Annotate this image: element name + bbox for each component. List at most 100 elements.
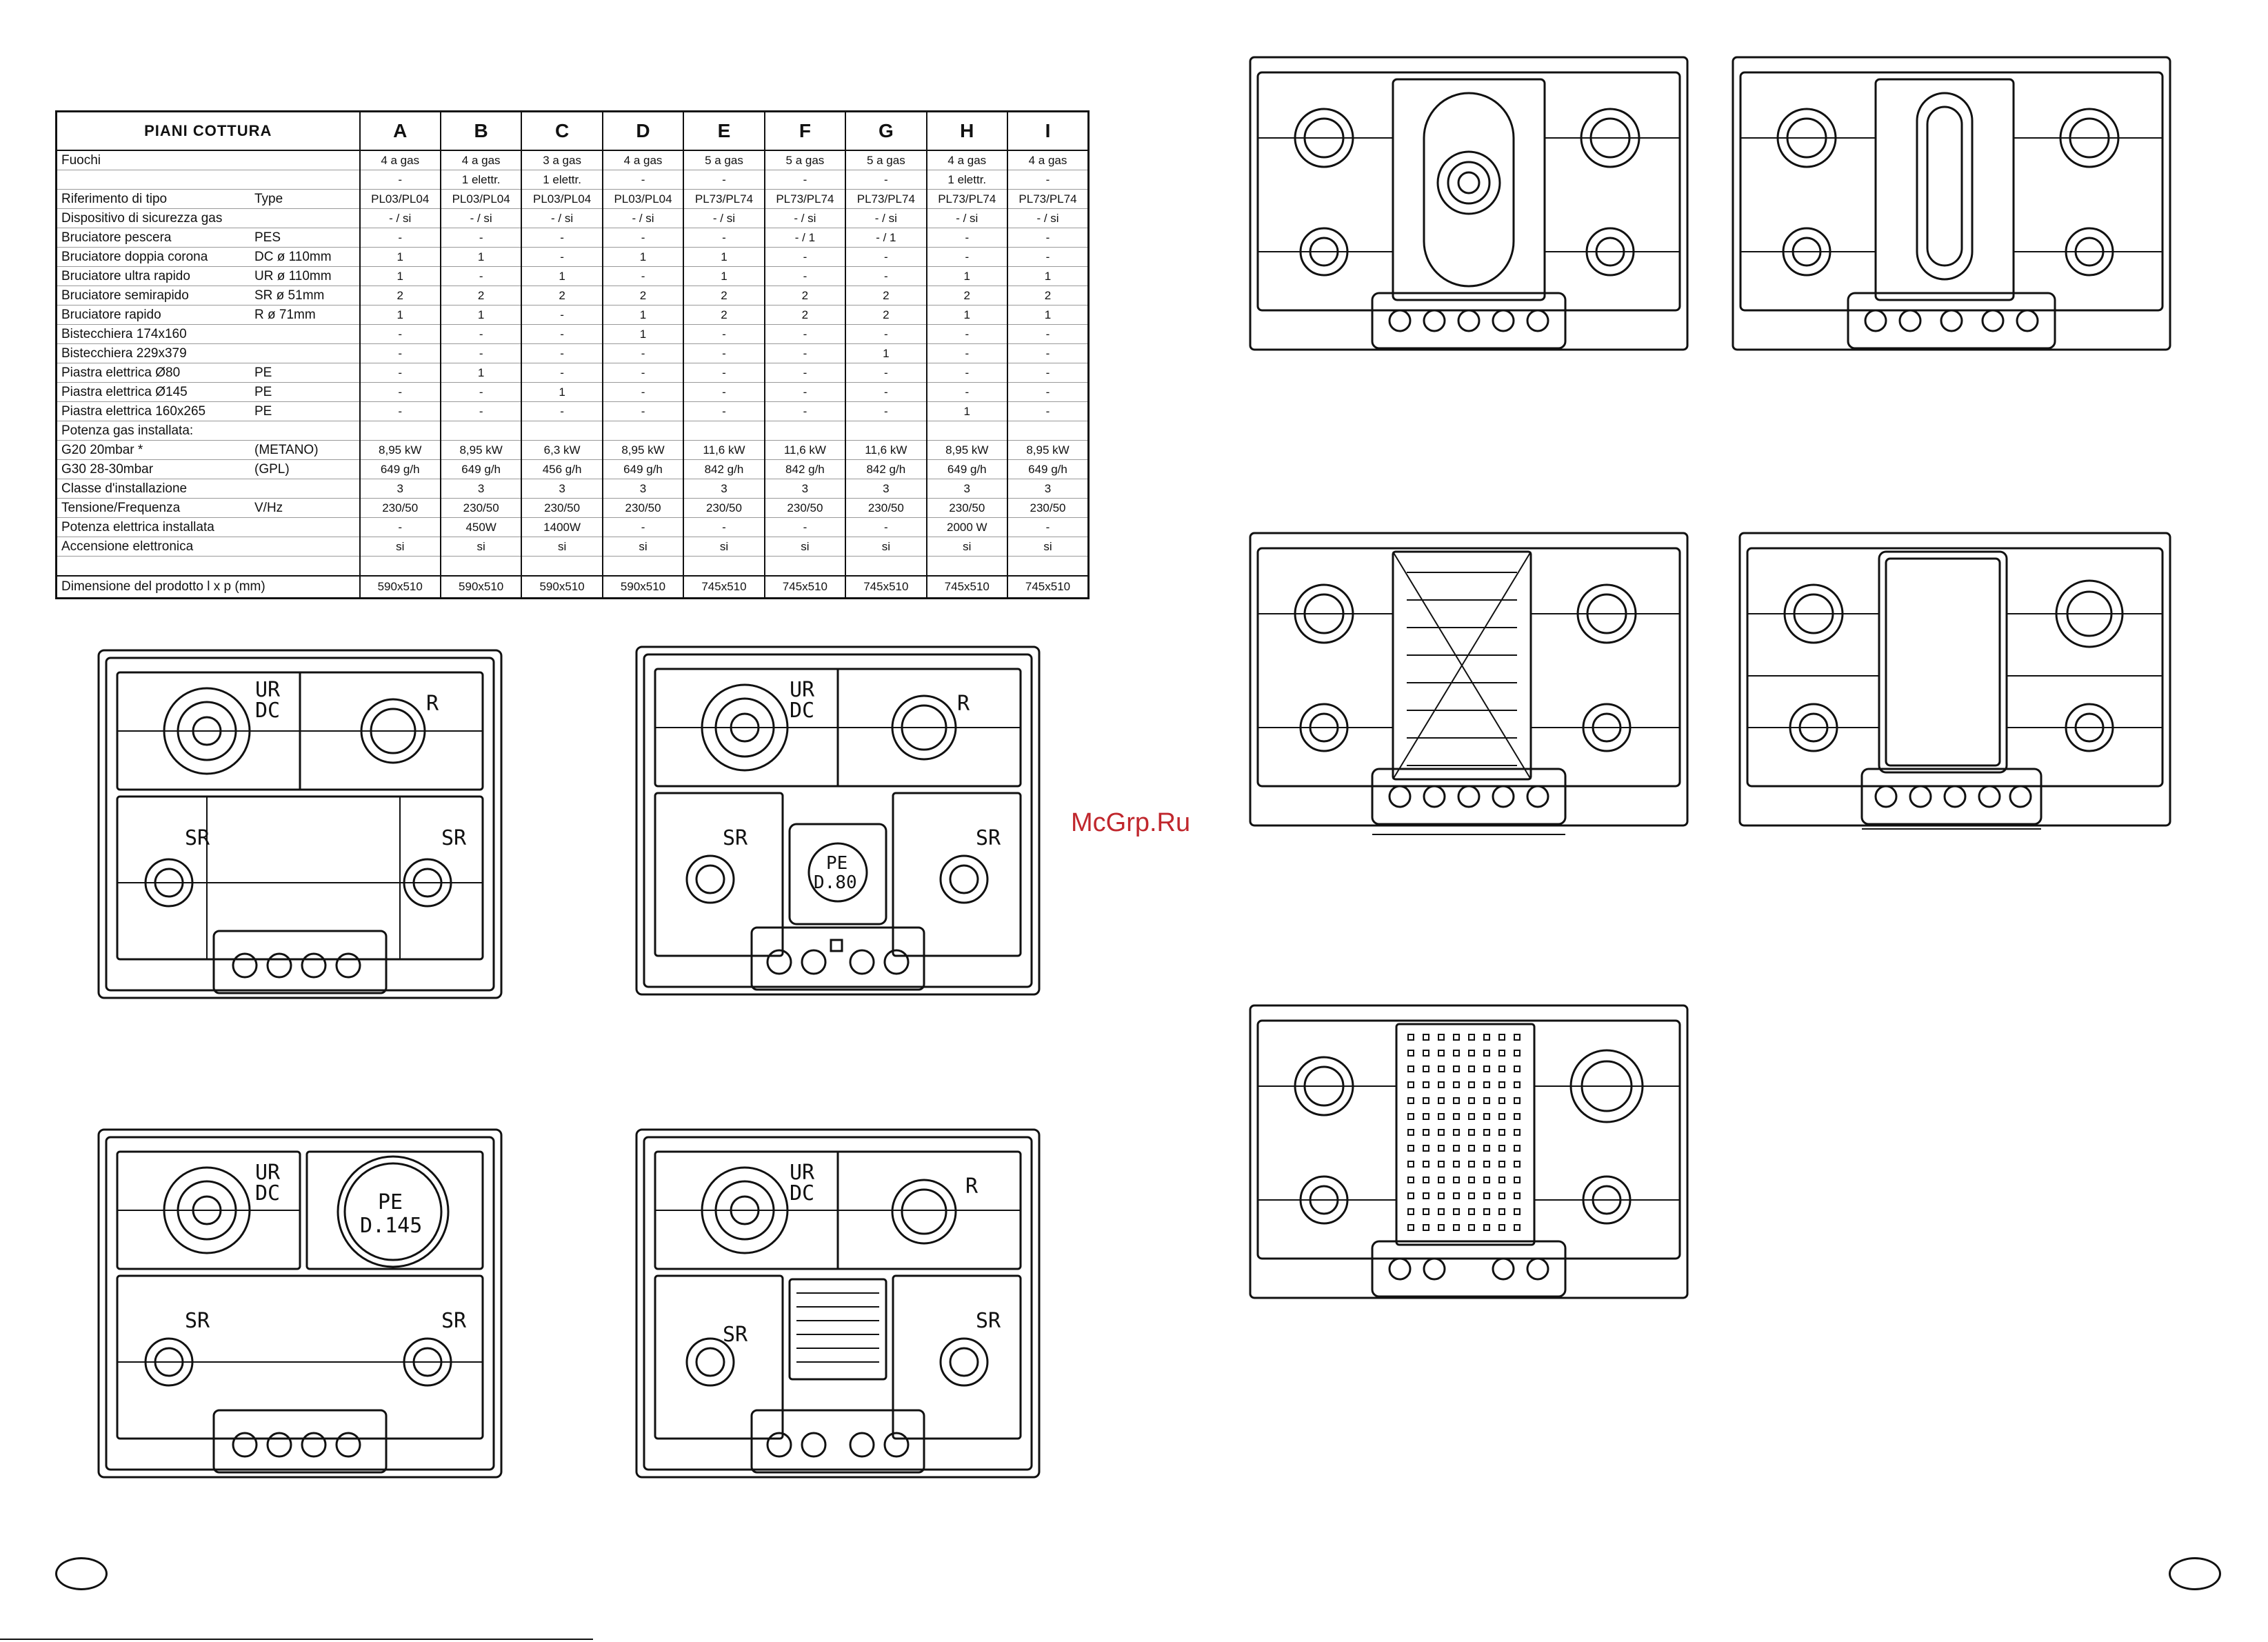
perforation-dot [1453, 1192, 1460, 1199]
row-label: Tensione/Frequenza [61, 500, 181, 515]
row-label: Fuochi [61, 152, 101, 168]
table-cell: PL03/PL04 [521, 189, 603, 209]
table-cell: 230/50 [521, 498, 603, 518]
column-header: B [439, 111, 522, 151]
table-cell: 230/50 [439, 498, 522, 518]
row-label: Bistecchiera 174x160 [61, 326, 187, 341]
row-code: R ø 71mm [254, 307, 316, 322]
row-label-cell: Potenza elettrica installata [56, 517, 360, 537]
row-code: PE [254, 384, 272, 399]
table-cell: - [601, 517, 684, 537]
hotplate-label: PE [826, 853, 847, 874]
table-cell: - [601, 382, 684, 402]
table-cell: 2 [683, 305, 765, 325]
table-row: Dispositivo di sicurezza gas- / si- / si… [56, 208, 1089, 228]
perforation-dot [1407, 1192, 1414, 1199]
perforation-dot [1498, 1113, 1505, 1120]
table-cell: 11,6 kW [845, 440, 927, 460]
perforation-dot [1514, 1129, 1521, 1136]
row-label: Piastra elettrica Ø145 [61, 384, 188, 399]
table-cell: si [521, 537, 603, 557]
table-cell: PL73/PL74 [1007, 189, 1089, 209]
row-label: Piastra elettrica 160x265 [61, 403, 206, 419]
perforation-dot [1483, 1081, 1490, 1088]
row-code: PES [254, 230, 281, 245]
table-cell: - [763, 517, 846, 537]
table-cell: - [763, 266, 846, 286]
column-header: H [925, 111, 1007, 151]
row-code: V/Hz [254, 500, 283, 515]
perforation-dot [1498, 1192, 1505, 1199]
perforation-dot [1423, 1145, 1429, 1152]
table-cell: 745x510 [763, 575, 846, 599]
column-header: F [763, 111, 846, 151]
table-cell: - / 1 [845, 228, 927, 248]
table-cell: PL03/PL04 [359, 189, 441, 209]
perforation-dot [1498, 1050, 1505, 1057]
perforation-dot [1514, 1177, 1521, 1183]
burner-label: DC [255, 1181, 280, 1205]
column-header: E [683, 111, 765, 151]
table-cell: - [845, 517, 927, 537]
burner-label: SR [723, 826, 748, 850]
perforation-dot [1468, 1081, 1475, 1088]
perforation-dot [1453, 1034, 1460, 1041]
perforation-dot [1423, 1208, 1429, 1215]
perforation-dot [1498, 1081, 1505, 1088]
row-label-cell: Dimensione del prodotto l x p (mm) [56, 575, 360, 599]
table-cell [763, 421, 846, 441]
table-cell: 2 [439, 286, 522, 306]
perforation-dot [1438, 1208, 1445, 1215]
perforation-dot [1423, 1177, 1429, 1183]
row-label-cell: Bistecchiera 229x379 [56, 343, 360, 363]
perforation-dot [1453, 1224, 1460, 1231]
row-label-cell: G20 20mbar *(METANO) [56, 440, 360, 460]
table-cell: 5 a gas [683, 150, 765, 170]
bottom-rule [0, 1639, 593, 1640]
table-cell: - [925, 247, 1007, 267]
perforation-dot [1453, 1161, 1460, 1168]
perforation-dot [1423, 1192, 1429, 1199]
row-label: Bruciatore pescera [61, 230, 172, 245]
perforation-dot [1483, 1113, 1490, 1120]
hob-drawing-h [1738, 531, 2172, 834]
table-cell: si [1007, 537, 1089, 557]
table-row [56, 556, 1089, 576]
perforation-dot [1468, 1161, 1475, 1168]
burner-label: DC [790, 699, 814, 723]
table-cell: PL73/PL74 [925, 189, 1007, 209]
table-cell: 2 [1007, 286, 1089, 306]
table-cell: - [763, 363, 846, 383]
table-cell: - / 1 [763, 228, 846, 248]
perforation-dot [1514, 1208, 1521, 1215]
row-label-cell: Dispositivo di sicurezza gas [56, 208, 360, 228]
perforation-dot [1483, 1192, 1490, 1199]
table-cell: 649 g/h [359, 459, 441, 479]
perforation-dot [1453, 1208, 1460, 1215]
table-cell: 11,6 kW [763, 440, 846, 460]
row-label-cell [56, 170, 360, 190]
perforation-dot [1498, 1034, 1505, 1041]
table-cell [439, 556, 522, 576]
table-cell [1007, 556, 1089, 576]
table-cell: 1400W [521, 517, 603, 537]
perforation-dot [1453, 1177, 1460, 1183]
row-label-cell: Accensione elettronica [56, 537, 360, 557]
table-cell: PL03/PL04 [601, 189, 684, 209]
perforation-dot [1483, 1050, 1490, 1057]
table-cell: - [683, 401, 765, 421]
table-cell: - [1007, 170, 1089, 190]
row-label: Bistecchiera 229x379 [61, 346, 187, 361]
table-cell: 3 [601, 479, 684, 499]
table-cell: - [439, 228, 522, 248]
table-cell: 4 a gas [601, 150, 684, 170]
table-cell: - [683, 382, 765, 402]
table-cell: PL73/PL74 [683, 189, 765, 209]
table-cell: - / si [845, 208, 927, 228]
perforation-dot [1483, 1034, 1490, 1041]
